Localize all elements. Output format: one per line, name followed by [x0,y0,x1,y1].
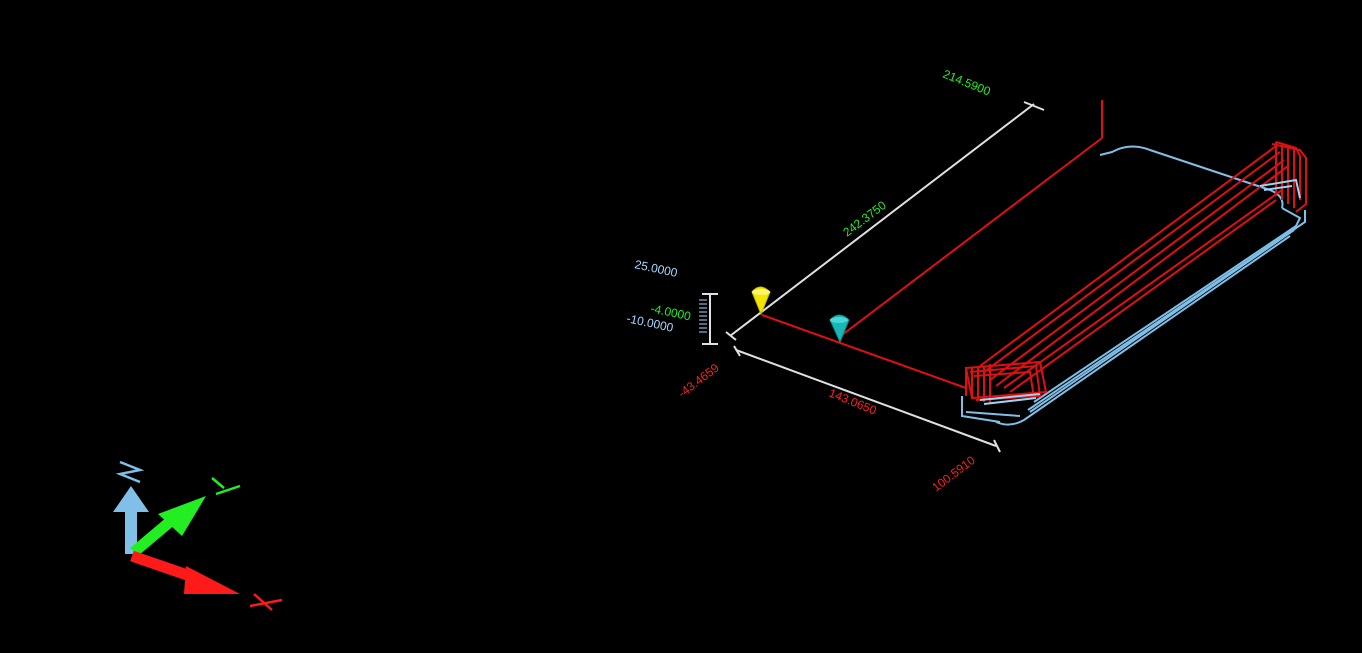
dim-y-max-label: 214.5900 [941,67,993,99]
x-axis-arrow [130,550,240,594]
x-dimension-line [735,349,997,447]
dim-z-top-label: 25.0000 [633,257,679,280]
y-axis-label [211,477,241,496]
y-dimension-tick-start [725,331,737,341]
x-dimension-tick-end [993,439,1001,453]
x-dimension-tick-start [733,345,741,357]
toolpath [761,100,1307,404]
stock-outline [961,145,1306,426]
dimension-lines [702,101,1045,453]
y-axis-arrow [130,496,206,557]
dim-x-max-label: 100.5910 [929,453,978,494]
y-dimension-line [729,103,1035,337]
x-axis-label [249,593,283,611]
z-axis-arrow [113,486,149,554]
axis-triad [113,460,283,611]
z-scale-hatch [699,299,707,333]
y-dimension-tick-end [1023,101,1045,111]
stock-inner [979,178,1301,405]
z-axis-label [115,460,145,484]
dim-x-min-label: -43.4659 [675,361,722,401]
tool-start-marker[interactable] [751,286,771,316]
dim-x-length-label: 143.0650 [827,386,879,418]
tool-end-marker[interactable] [829,314,850,344]
